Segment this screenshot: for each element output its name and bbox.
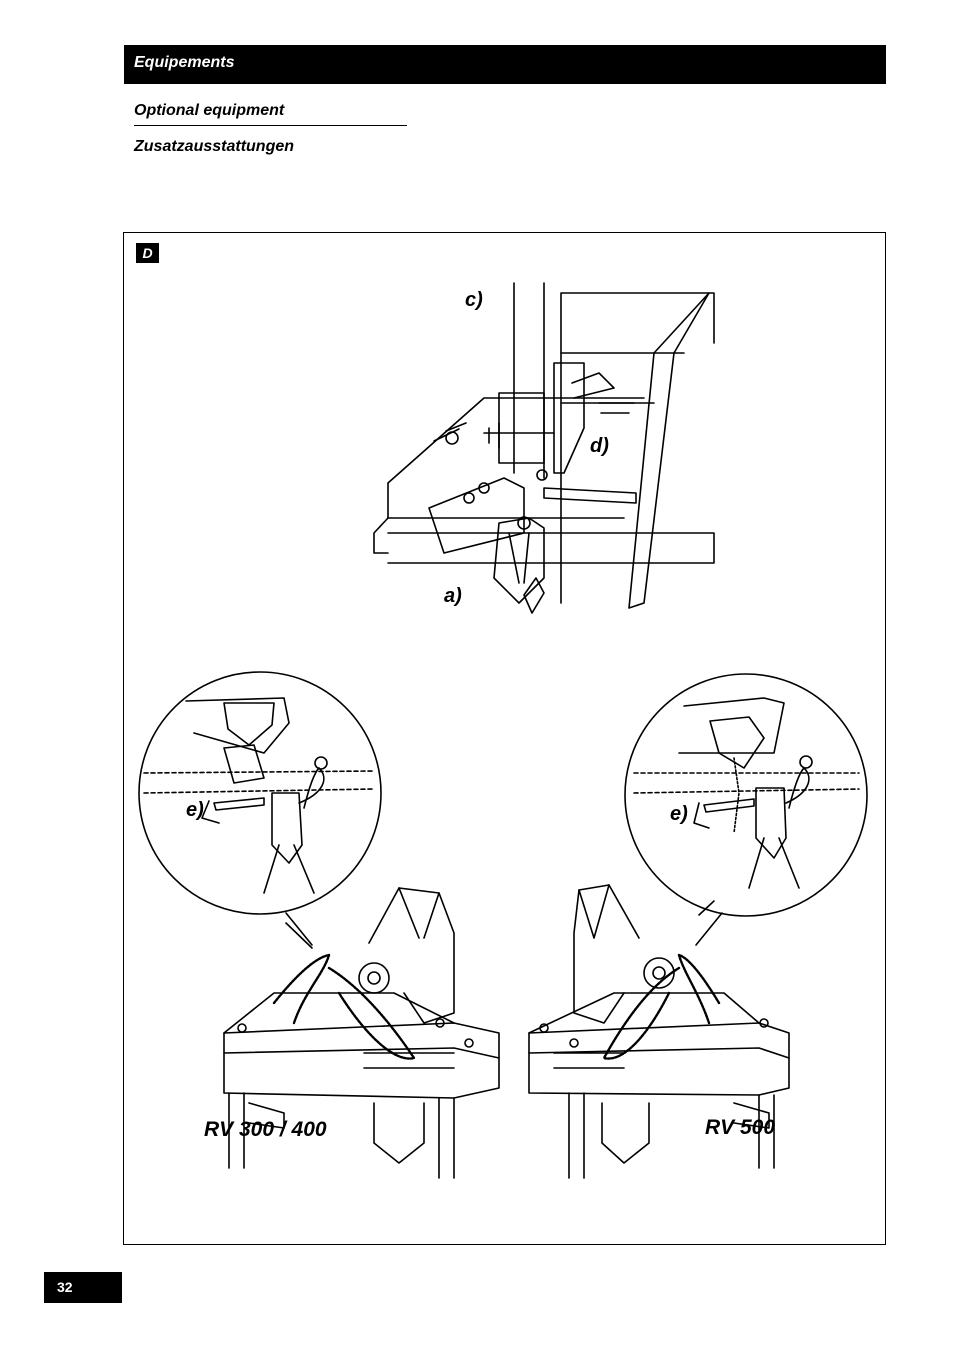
callout-e-left: e) (186, 799, 204, 821)
figure-panel: D (123, 232, 886, 1245)
section-header-bar: Equipements (124, 45, 886, 84)
section-title: Equipements (134, 54, 235, 71)
callout-a: a) (444, 585, 462, 607)
callout-e-right: e) (670, 803, 688, 825)
figure-badge: D (136, 243, 159, 263)
detail-magnifier-circle (624, 673, 868, 935)
technical-illustration (138, 282, 868, 1179)
seed-drill-drawing (528, 884, 790, 1179)
page-number-box: 32 (44, 1272, 122, 1303)
subtitle-english: Optional equipment (134, 102, 285, 119)
callout-c: c) (465, 289, 483, 311)
callout-d: d) (590, 435, 609, 457)
detail-magnifier-circle (138, 671, 382, 949)
model-label-left: RV 300 / 400 (204, 1118, 327, 1141)
subtitle-german: Zusatzausstattungen (134, 138, 295, 155)
page-number: 32 (57, 1279, 73, 1295)
seed-drill-drawing (223, 887, 500, 1179)
subtitle-rule (134, 125, 407, 126)
hitch-bracket-drawing (373, 282, 715, 614)
model-label-right: RV 500 (705, 1116, 776, 1139)
